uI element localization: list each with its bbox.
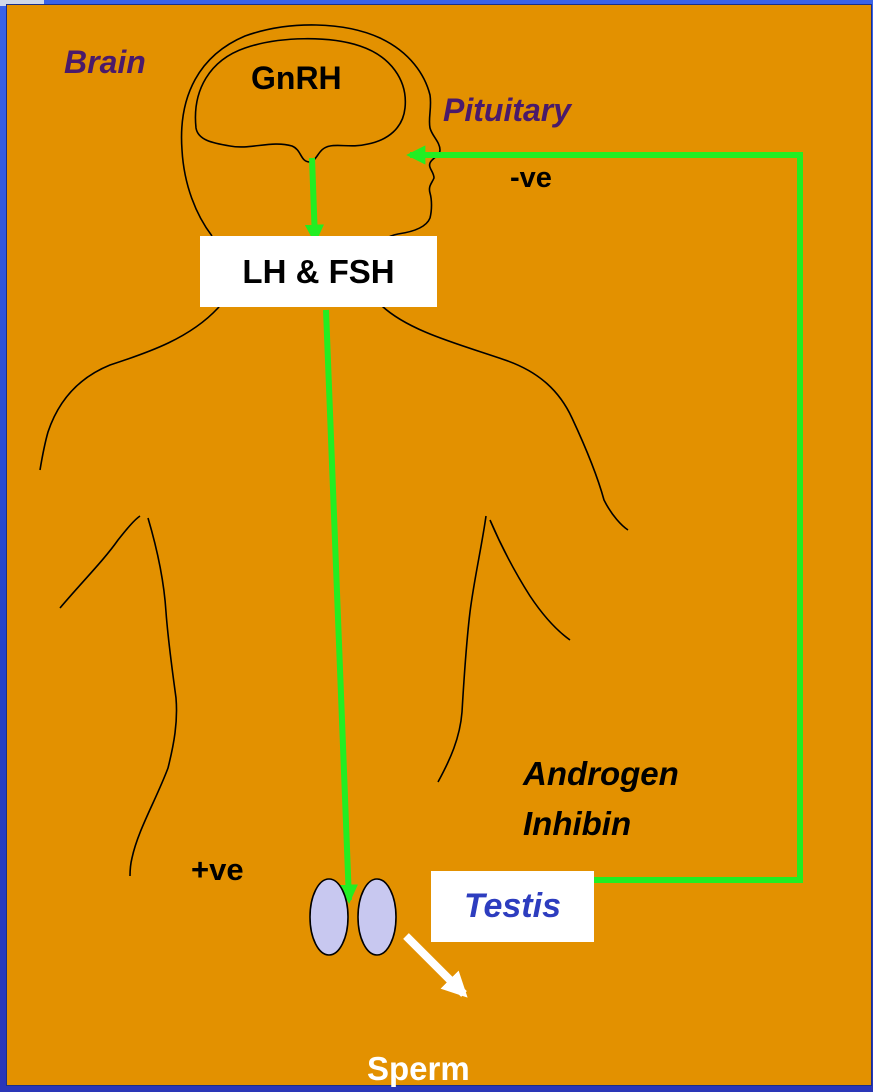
androgen-label: Androgen (523, 755, 679, 793)
brain-label: Brain (64, 44, 146, 81)
body-outline-left (40, 240, 225, 470)
sperm-arrow (406, 936, 464, 994)
brain-outline (195, 39, 405, 162)
gnrh-label: GnRH (251, 60, 342, 97)
gnrh-to-pituitary-arrow (312, 158, 315, 240)
testis-label-box: Testis (431, 871, 594, 942)
left-torso-outline (130, 518, 177, 876)
right-torso-outline (438, 516, 486, 782)
negative-feedback-label: -ve (510, 162, 552, 195)
right-arm-outline (490, 520, 570, 640)
lh-fsh-box: LH & FSH (200, 236, 437, 307)
head-outline (182, 25, 440, 248)
pituitary-label: Pituitary (443, 92, 571, 129)
positive-feedback-label: +ve (191, 852, 244, 888)
left-arm-outline (60, 516, 140, 608)
testis-right-shape (358, 879, 396, 955)
sperm-label: Sperm (367, 1050, 470, 1088)
inhibin-label: Inhibin (523, 805, 631, 843)
testis-left-shape (310, 879, 348, 955)
lh-fsh-to-testis-arrow (326, 310, 349, 900)
